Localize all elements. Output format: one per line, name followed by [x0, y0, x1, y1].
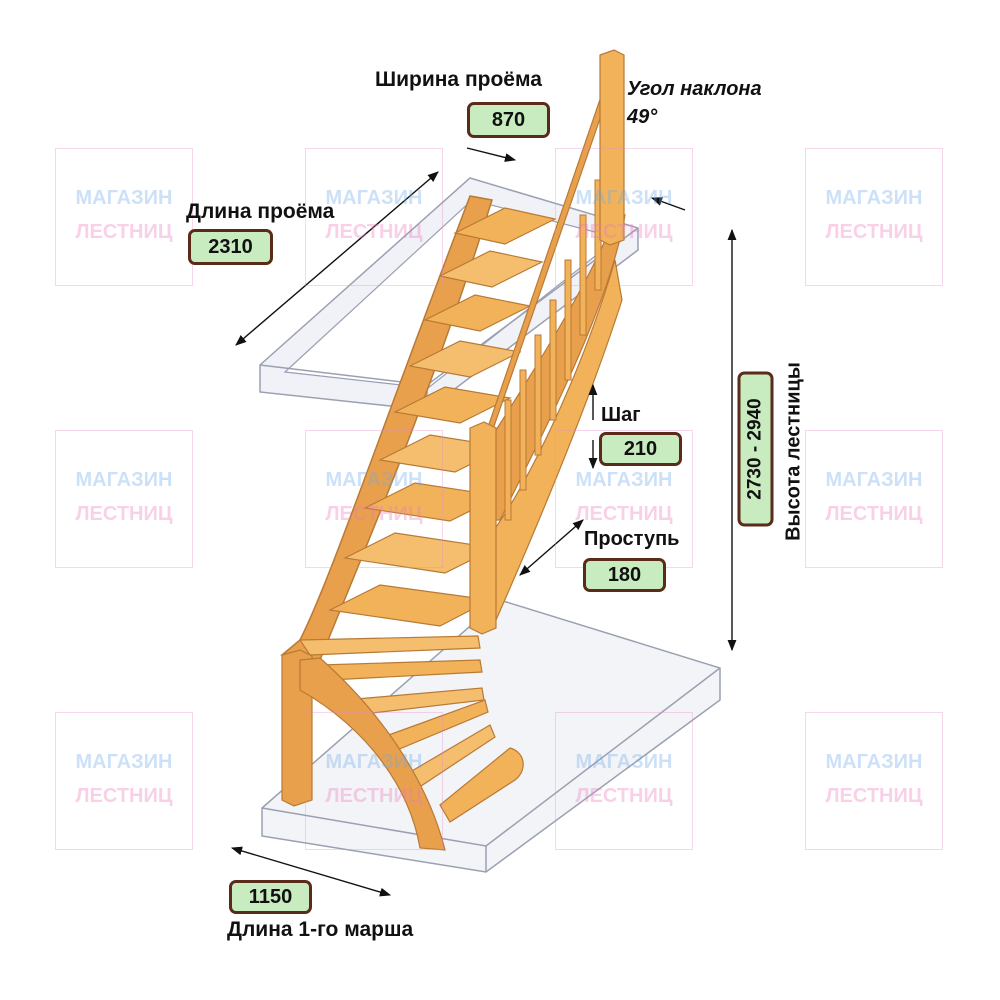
- opening-width-value: 870: [467, 102, 550, 138]
- watermark-line2: ЛЕСТНИЦ: [575, 785, 673, 807]
- opening-length-dimension: [235, 171, 439, 346]
- watermark-tile: МАГАЗИН ЛЕСТНИЦ: [305, 430, 443, 568]
- watermark-line1: МАГАЗИН: [575, 469, 673, 491]
- balusters: [504, 179, 602, 521]
- watermark-line1: МАГАЗИН: [575, 187, 673, 209]
- watermark-line1: МАГАЗИН: [575, 751, 673, 773]
- watermark-line1: МАГАЗИН: [75, 469, 173, 491]
- watermark-tile: МАГАЗИН ЛЕСТНИЦ: [805, 430, 943, 568]
- watermark-line1: МАГАЗИН: [325, 469, 423, 491]
- watermark-tile: МАГАЗИН ЛЕСТНИЦ: [305, 712, 443, 850]
- tread-depth-label: Проступь: [584, 528, 680, 550]
- watermark-line2: ЛЕСТНИЦ: [325, 503, 423, 525]
- watermark-tile: МАГАЗИН ЛЕСТНИЦ: [55, 430, 193, 568]
- watermark-line2: ЛЕСТНИЦ: [825, 785, 923, 807]
- opening-length-value: 2310: [188, 229, 273, 265]
- step-height-label: Шаг: [601, 404, 641, 426]
- opening-length-label: Длина проёма: [186, 200, 335, 223]
- incline-angle-value: 49°: [627, 106, 658, 128]
- opening-width-dimension: [466, 147, 517, 162]
- watermark-line2: ЛЕСТНИЦ: [575, 503, 673, 525]
- watermark-line1: МАГАЗИН: [825, 751, 923, 773]
- watermark-line2: ЛЕСТНИЦ: [75, 221, 173, 243]
- watermark-line1: МАГАЗИН: [325, 187, 423, 209]
- watermark-line2: ЛЕСТНИЦ: [325, 785, 423, 807]
- stair-height-label-box: Высота лестницы: [782, 360, 808, 544]
- tread-depth-value: 180: [583, 558, 666, 592]
- watermark-line1: МАГАЗИН: [825, 187, 923, 209]
- watermark-line2: ЛЕСТНИЦ: [75, 785, 173, 807]
- incline-angle-label: Угол наклона: [627, 78, 762, 100]
- first-flight-dimension: [230, 846, 392, 897]
- angle-pointer: [650, 197, 686, 211]
- watermark-tile: МАГАЗИН ЛЕСТНИЦ: [55, 712, 193, 850]
- first-flight-length-label: Длина 1-го марша: [227, 918, 414, 941]
- watermark-line1: МАГАЗИН: [75, 751, 173, 773]
- watermark-line1: МАГАЗИН: [825, 469, 923, 491]
- stair-height-value: 2730 - 2940: [737, 371, 774, 527]
- dimension-lines: [230, 147, 737, 897]
- watermark-tile: МАГАЗИН ЛЕСТНИЦ: [555, 148, 693, 286]
- watermark-tile: МАГАЗИН ЛЕСТНИЦ: [55, 148, 193, 286]
- curved-stringer: [299, 657, 446, 851]
- watermark-line2: ЛЕСТНИЦ: [825, 221, 923, 243]
- watermark-tile: МАГАЗИН ЛЕСТНИЦ: [555, 712, 693, 850]
- watermark-line2: ЛЕСТНИЦ: [75, 503, 173, 525]
- watermark-line2: ЛЕСТНИЦ: [325, 221, 423, 243]
- opening-width-label: Ширина проёма: [375, 68, 542, 91]
- tread-depth-dimension: [519, 519, 584, 576]
- step-height-value: 210: [599, 432, 682, 466]
- first-flight-length-value: 1150: [229, 880, 312, 914]
- watermark-tile: МАГАЗИН ЛЕСТНИЦ: [555, 430, 693, 568]
- winder-steps: [298, 635, 524, 823]
- watermark-line2: ЛЕСТНИЦ: [575, 221, 673, 243]
- watermark-line2: ЛЕСТНИЦ: [825, 503, 923, 525]
- watermark-line1: МАГАЗИН: [325, 751, 423, 773]
- watermark-tile: МАГАЗИН ЛЕСТНИЦ: [305, 148, 443, 286]
- stair-height-label: Высота лестницы: [782, 362, 805, 541]
- watermark-line1: МАГАЗИН: [75, 187, 173, 209]
- watermark-tile: МАГАЗИН ЛЕСТНИЦ: [805, 712, 943, 850]
- stair-height-value-box: 2730 - 2940: [737, 371, 774, 527]
- watermark-tile: МАГАЗИН ЛЕСТНИЦ: [805, 148, 943, 286]
